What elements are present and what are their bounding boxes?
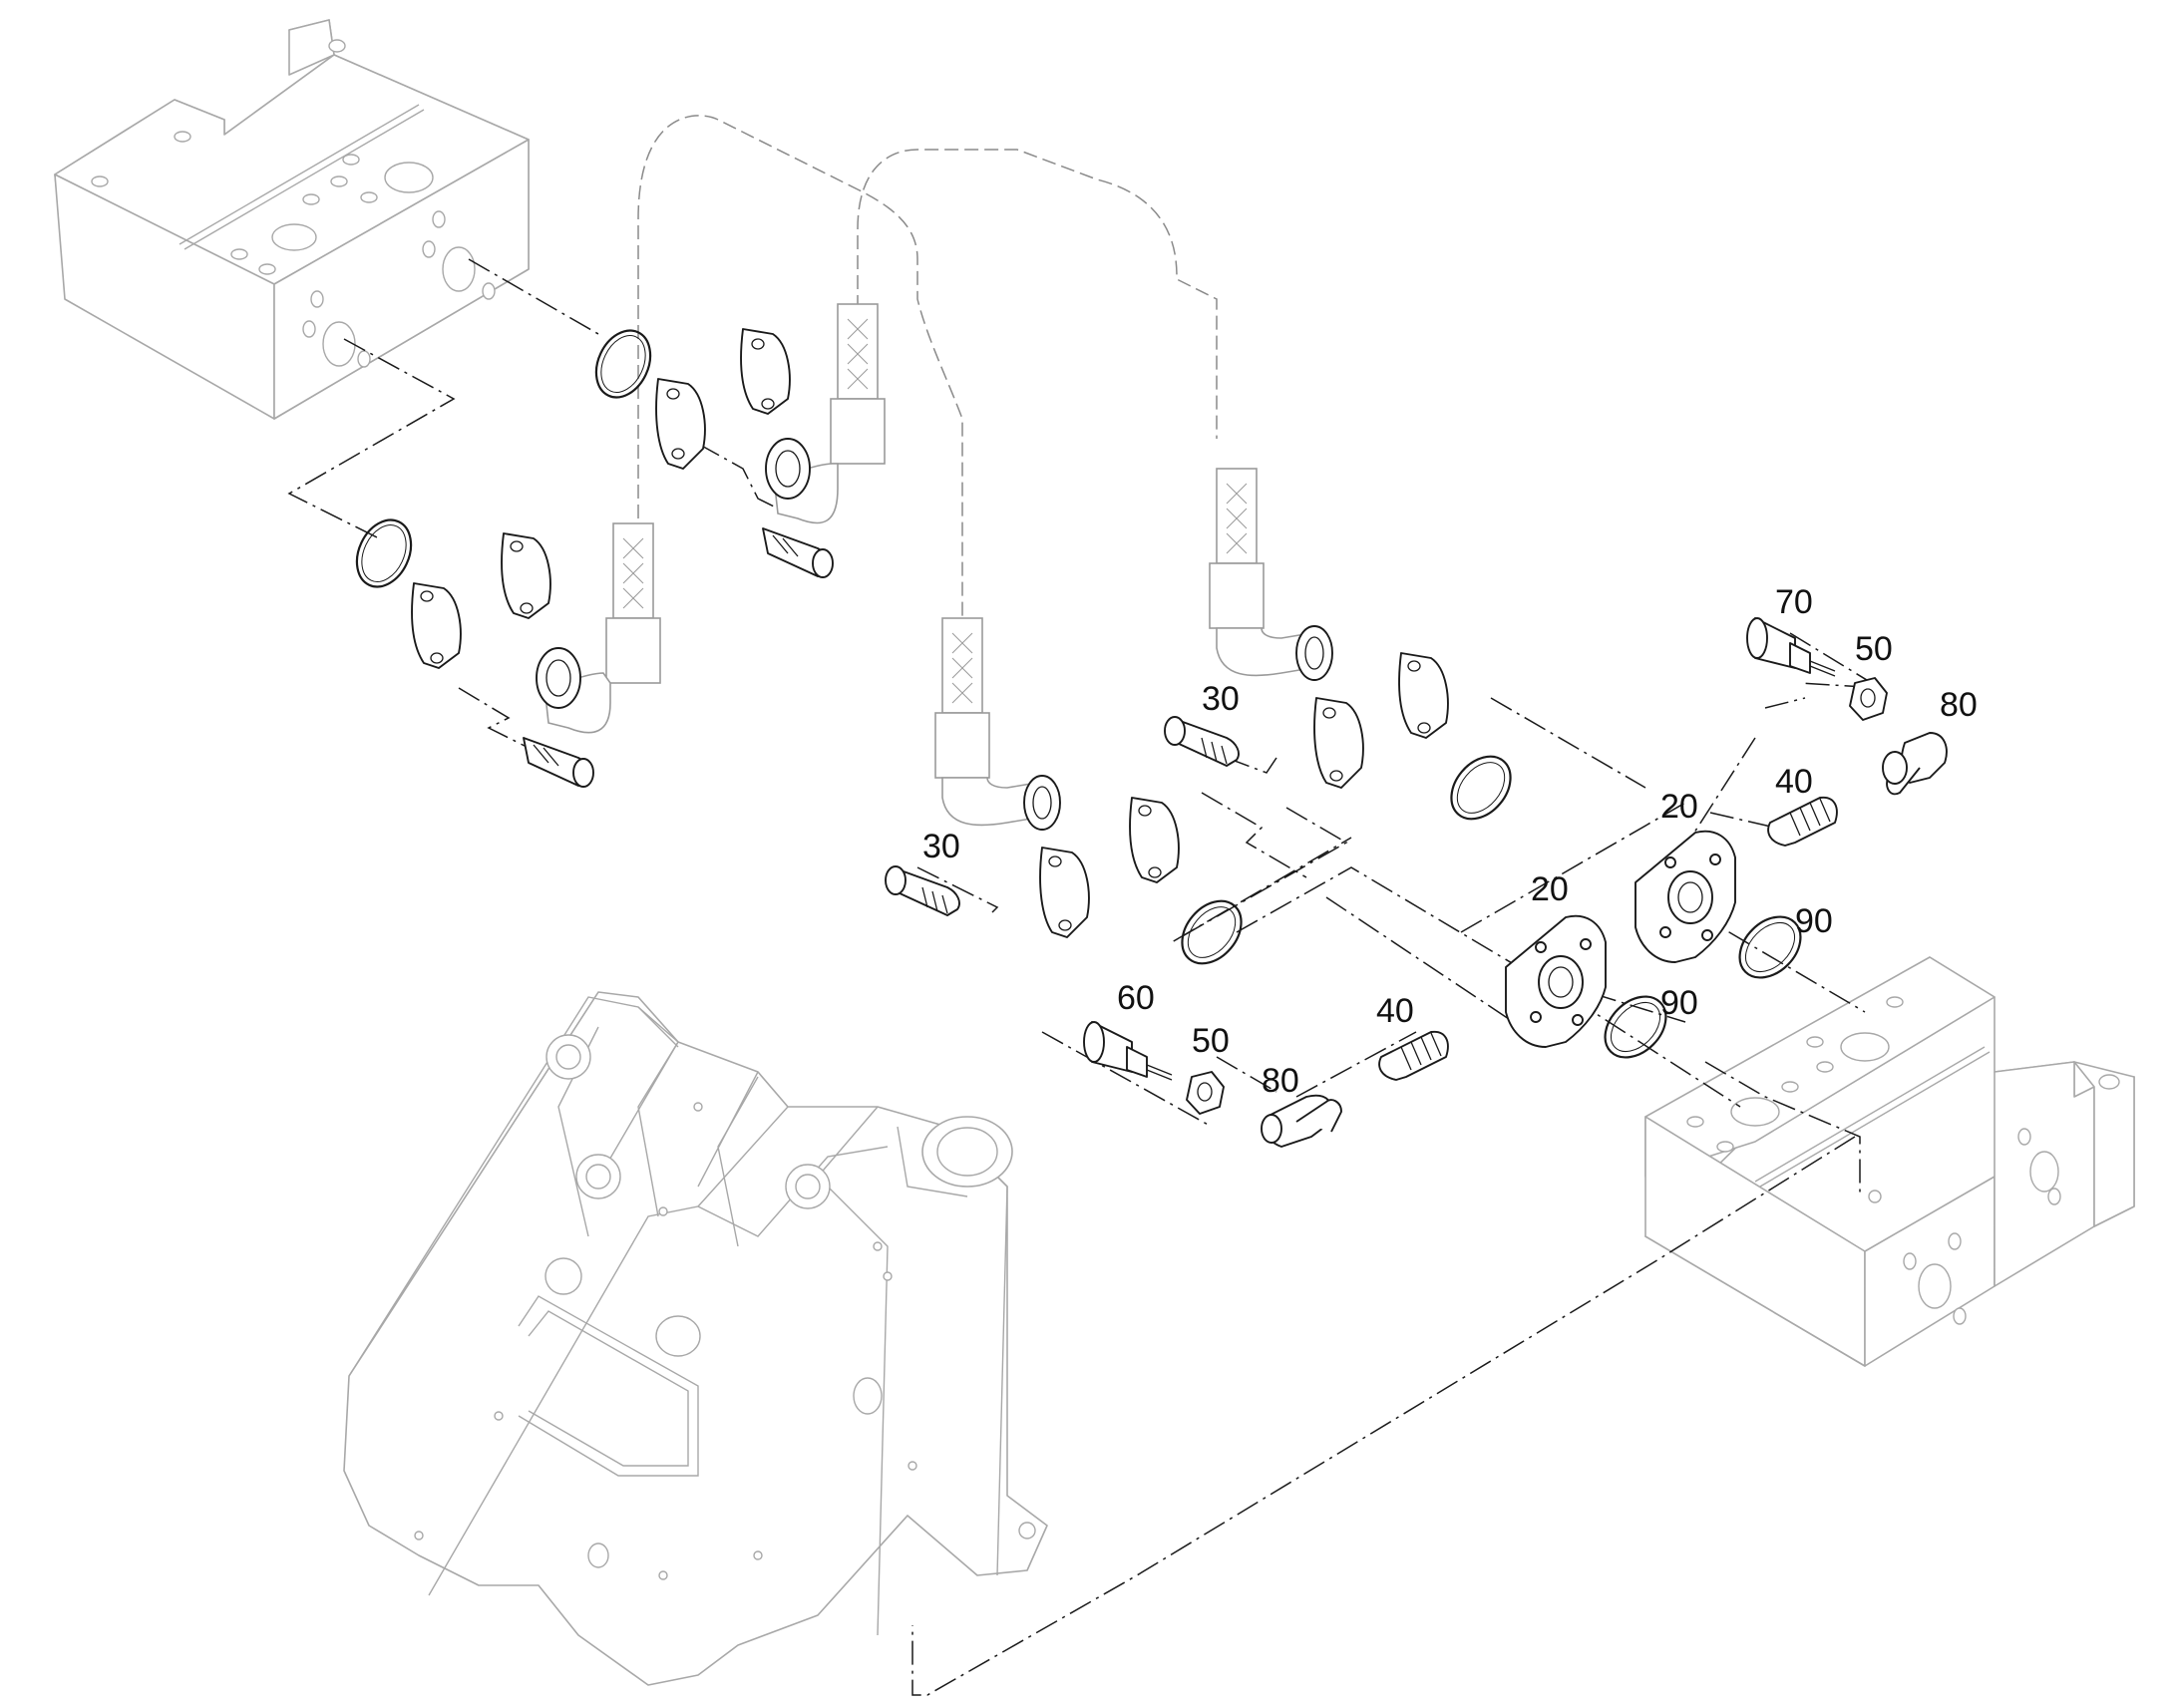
cap-screw-item-30-lower (885, 865, 960, 916)
callout-50-lower: 50 (1192, 1022, 1230, 1060)
split-flange-half-g (1129, 797, 1180, 883)
valve-block-top-left (54, 19, 530, 420)
elbow-item-80-upper (1882, 732, 1948, 796)
cap-screw-item-30-upper (1164, 716, 1240, 767)
callout-labels: 70 50 80 30 20 40 90 30 20 90 60 50 40 8… (922, 583, 1978, 1100)
test-fitting-item-70 (1746, 617, 1836, 677)
fitting-item-40-lower (1378, 1030, 1449, 1081)
callout-80-lower: 80 (1262, 1062, 1299, 1100)
callout-80-upper: 80 (1940, 686, 1978, 724)
nut-item-50-lower (1186, 1071, 1225, 1115)
o-ring-item-90-upper (1738, 915, 1802, 979)
cap-screw-upper (762, 527, 834, 578)
hose-assembly-right (1209, 468, 1333, 681)
callout-30-lower: 30 (922, 828, 960, 865)
callout-30-upper: 30 (1202, 680, 1240, 718)
callout-50-upper: 50 (1855, 630, 1893, 668)
o-ring-upper (594, 329, 652, 399)
callout-70: 70 (1775, 583, 1813, 621)
split-flange-half-a (740, 328, 791, 415)
callout-90-upper: 90 (1795, 902, 1833, 940)
hose-assembly-center (934, 617, 1061, 831)
split-flange-half-d (411, 582, 462, 669)
split-flange-half-h (1039, 847, 1090, 938)
split-flange-half-e (1398, 652, 1449, 739)
fitting-item-40-upper (1767, 796, 1838, 847)
o-ring-item-90-lower (1604, 995, 1667, 1059)
hose-lines (637, 115, 1218, 618)
o-ring-mid-center (1181, 899, 1243, 965)
flange-item-20-lower (1505, 914, 1607, 1048)
split-flange-half-b (655, 378, 706, 470)
split-flange-half-f (1313, 697, 1364, 789)
callout-20-lower: 20 (1531, 870, 1569, 908)
hose-assembly-upper-left (765, 303, 886, 524)
valve-block-bottom-right (1644, 956, 2135, 1367)
test-fitting-item-60 (1083, 1021, 1173, 1081)
o-ring-mid-right (1450, 755, 1512, 821)
callout-90-lower: 90 (1660, 984, 1698, 1022)
cap-screw-lower (523, 737, 594, 788)
flange-item-20-upper (1635, 830, 1736, 963)
callout-40-upper: 40 (1775, 763, 1813, 801)
nut-item-50-upper (1849, 677, 1888, 721)
callout-60: 60 (1117, 979, 1155, 1017)
o-ring-lower-left (355, 518, 413, 588)
machine-frame (343, 991, 1048, 1686)
callout-20-upper: 20 (1660, 788, 1698, 826)
split-flange-half-c (501, 532, 551, 619)
elbow-item-80-lower (1261, 1094, 1342, 1148)
hose-assembly-mid-left (536, 522, 661, 734)
callout-40-lower: 40 (1376, 992, 1414, 1030)
